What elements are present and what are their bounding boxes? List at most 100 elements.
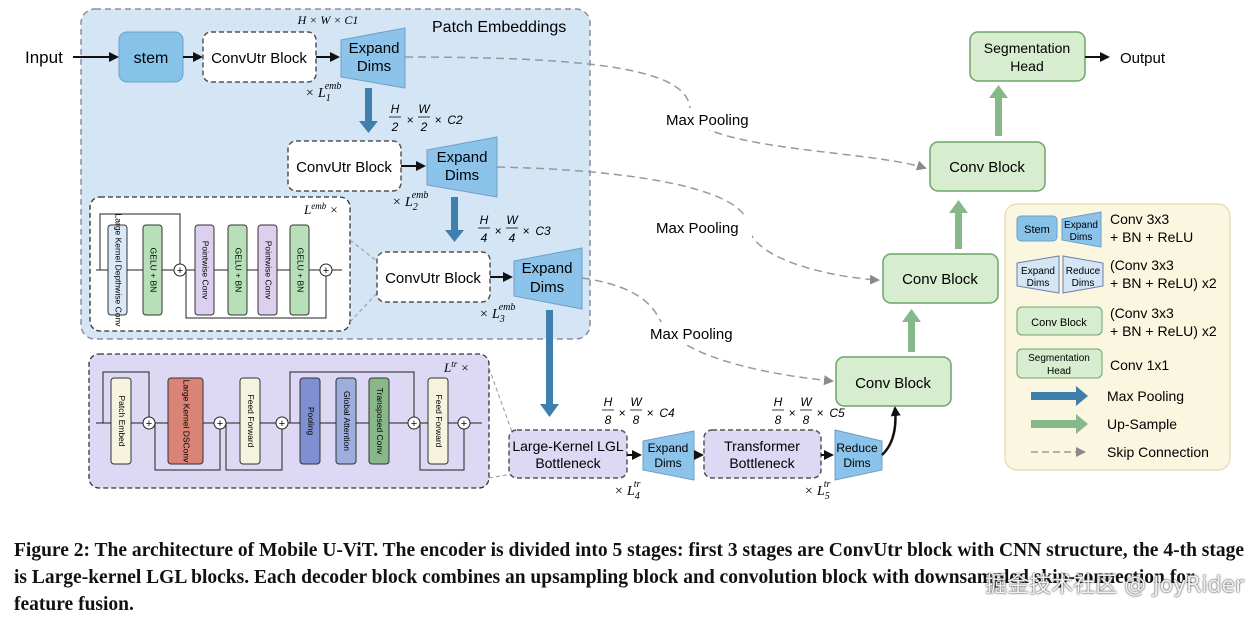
conv-block-2-label: Conv Block [902, 271, 978, 288]
repeat-l3: × L3emb [479, 302, 515, 325]
svg-text:8: 8 [803, 413, 810, 427]
lgl-detail-block-0 [110, 377, 132, 465]
transformer-bottleneck-label-a: Transformer [724, 438, 800, 454]
svg-text:C5: C5 [829, 406, 845, 420]
legend-upsample-arrow [1031, 414, 1088, 434]
convutr-detail-block-label-1: GELU + BN [148, 248, 158, 293]
repeat-l5: × L5tr [804, 479, 831, 502]
svg-text:×: × [618, 406, 625, 420]
svg-text:8: 8 [633, 413, 640, 427]
svg-text:H: H [604, 395, 613, 409]
architecture-diagram: Patch Embeddings Input stem ConvUtr Bloc… [25, 8, 1231, 502]
upsample-arrow-2 [949, 200, 968, 249]
legend-reduce-label-a: Reduce [1066, 266, 1101, 277]
svg-text:×: × [646, 406, 653, 420]
svg-text:C2: C2 [447, 113, 463, 127]
down-arrow-3 [540, 310, 559, 417]
expand-dims-2-label-b: Dims [445, 167, 479, 184]
repeat-l4: × L4tr [614, 479, 641, 502]
expand-dims-2-label-a: Expand [437, 149, 488, 166]
svg-text:+: + [279, 418, 285, 430]
lgl-detail-block-4 [335, 377, 357, 465]
lgl-detail-block-label-0: Patch Embed [117, 395, 127, 446]
expand-dims-4 [642, 430, 695, 481]
dim-label-3: H 4 × W 4 × C3 [478, 213, 551, 245]
conv-block-1-label: Conv Block [949, 159, 1025, 176]
svg-text:W: W [418, 102, 431, 116]
svg-text:×: × [522, 224, 529, 238]
svg-text:+: + [323, 265, 329, 277]
legend-reduce-label-b: Dims [1072, 278, 1095, 289]
legend-text-2b: + BN + ReLU) x2 [1110, 275, 1217, 291]
svg-text:+: + [461, 418, 467, 430]
figure-caption: Figure 2: The architecture of Mobile U-V… [14, 540, 1245, 615]
svg-text:×: × [494, 224, 501, 238]
repeat-l2: × L2emb [392, 190, 428, 213]
lgl-detail-block-label-5: Transposed Conv [375, 388, 385, 456]
segmentation-head-label-a: Segmentation [984, 40, 1070, 56]
conv-block-3 [835, 356, 952, 407]
watermark: 掘金技术社区 @ JoyRider [985, 573, 1244, 598]
lgl-detail-block-label-1: Large Kernel DSConv [181, 380, 191, 463]
svg-text:4: 4 [481, 231, 488, 245]
conv-block-1 [929, 141, 1046, 192]
legend-text-5: Max Pooling [1107, 388, 1184, 404]
legend-max-pool-arrow [1031, 386, 1088, 406]
svg-text:×: × [788, 406, 795, 420]
segmentation-head-label-b: Head [1010, 58, 1043, 74]
repeat-l1: × L1emb [305, 81, 341, 104]
legend-expand-1-label-a: Expand [1064, 220, 1098, 231]
legend-stem [1016, 215, 1058, 242]
svg-text:×: × [406, 113, 413, 127]
input-label: Input [25, 48, 63, 67]
repeat-ltr: Ltr × [443, 359, 469, 375]
expand-dims-4-label-b: Dims [654, 456, 681, 470]
svg-text:4: 4 [509, 231, 516, 245]
legend-panel [1004, 203, 1231, 471]
lgl-detail-block-5 [368, 377, 390, 465]
max-pooling-label-2: Max Pooling [656, 220, 739, 237]
legend-text-1b: + BN + ReLU [1110, 229, 1193, 245]
svg-text:C4: C4 [659, 406, 675, 420]
svg-text:×: × [816, 406, 823, 420]
convutr-detail-block-label-5: GELU + BN [295, 248, 305, 293]
legend-conv-block-label: Conv Block [1031, 317, 1087, 329]
repeat-lemb: Lemb × [303, 201, 338, 217]
svg-text:+: + [217, 418, 223, 430]
convutr-block-3 [376, 251, 491, 303]
expand-dims-1-label-b: Dims [357, 58, 391, 75]
dim-label-1: H × W × C1 [297, 13, 359, 27]
max-pooling-label-3: Max Pooling [650, 326, 733, 343]
lgl-detail-block-label-4: Global Attention [342, 391, 352, 451]
expand-dims-2 [426, 136, 498, 198]
convutr-detail-block-label-4: Pointwise Conv [263, 241, 273, 300]
convutr-detail-block-label-2: Pointwise Conv [200, 241, 210, 300]
down-arrow-2 [445, 197, 464, 242]
legend-reduce [1062, 255, 1104, 294]
lgl-detail-block-3 [299, 377, 321, 465]
lgl-bottleneck-label-a: Large-Kernel LGL [512, 438, 624, 454]
convutr-detail-block-label-3: GELU + BN [233, 248, 243, 293]
expand-dims-3-label-b: Dims [530, 279, 564, 296]
legend-expand-2-label-a: Expand [1021, 266, 1055, 277]
lgl-detail-block-label-3: Pooling [306, 407, 316, 436]
svg-text:8: 8 [775, 413, 782, 427]
legend-text-3a: (Conv 3x3 [1110, 305, 1174, 321]
svg-text:W: W [630, 395, 643, 409]
legend-seg-head-label-b: Head [1047, 366, 1071, 377]
svg-text:W: W [506, 213, 519, 227]
conv-block-2 [882, 253, 999, 304]
expand-dims-1 [340, 27, 406, 89]
legend-expand-1-label-b: Dims [1070, 232, 1093, 243]
svg-text:+: + [146, 418, 152, 430]
output-label: Output [1120, 50, 1166, 67]
max-pooling-label-1: Max Pooling [666, 112, 749, 129]
lgl-detail-block-6 [427, 377, 449, 465]
legend-seg-head-label-a: Segmentation [1028, 353, 1090, 364]
convutr-detail-panel [89, 196, 351, 332]
lgl-detail-blocks: Patch Embed Large Kernel DSConv Feed Forwa… [96, 371, 482, 471]
lgl-detail-block-label-2: Feed Forward [246, 395, 256, 448]
bottleneck-to-conv-arrow [881, 406, 901, 456]
upsample-arrow-3 [989, 85, 1008, 136]
svg-text:2: 2 [391, 120, 399, 134]
